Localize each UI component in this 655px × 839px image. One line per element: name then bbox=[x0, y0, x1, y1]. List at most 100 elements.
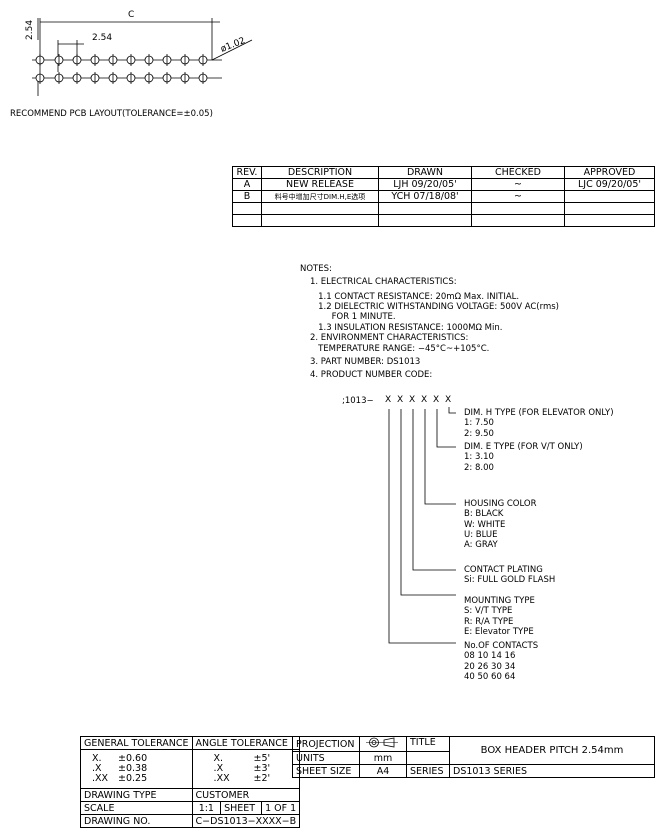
units-value: mm bbox=[359, 751, 407, 765]
drawing-no-row: DRAWING NO. C−DS1013−XXXX−B bbox=[80, 814, 301, 828]
code-prefix: ;1013− bbox=[342, 396, 374, 406]
sheet-size-value: A4 bbox=[359, 764, 407, 778]
units-label: UNITS bbox=[292, 751, 360, 765]
rev-header: REV. bbox=[232, 166, 262, 179]
tol-precision: .XX bbox=[213, 772, 230, 784]
description-header: DESCRIPTION bbox=[261, 166, 379, 179]
revision-header-row: REV. DESCRIPTION DRAWN CHECKED APPROVED bbox=[232, 166, 655, 179]
drawing-type-label: DRAWING TYPE bbox=[80, 788, 193, 802]
description-cell bbox=[261, 202, 379, 215]
option-mounting-type: MOUNTING TYPE S: V/T TYPE R: R/A TYPE E:… bbox=[464, 596, 535, 637]
rev-cell bbox=[232, 214, 262, 227]
code-leader-lines bbox=[388, 407, 456, 644]
approved-cell bbox=[564, 190, 655, 203]
revision-table: REV. DESCRIPTION DRAWN CHECKED APPROVED … bbox=[232, 166, 655, 227]
rev-cell bbox=[232, 202, 262, 215]
note-line: TEMPERATURE RANGE: −45°C~+105°C. bbox=[310, 343, 490, 354]
dim-vertical: 2.54 bbox=[25, 20, 35, 40]
option-item: B: BLACK bbox=[464, 509, 504, 520]
approved-cell bbox=[564, 202, 655, 215]
code-letter: X bbox=[433, 395, 440, 405]
option-title: CONTACT PLATING bbox=[464, 565, 543, 575]
checked-cell bbox=[471, 214, 565, 227]
tol-value: ±5' bbox=[253, 753, 271, 765]
option-item: 2: 8.00 bbox=[464, 462, 494, 473]
option-title: MOUNTING TYPE bbox=[464, 596, 535, 606]
approved-cell bbox=[564, 214, 655, 227]
rev-cell: A bbox=[232, 178, 262, 191]
code-letter: X bbox=[397, 395, 404, 405]
layout-caption: RECOMMEND PCB LAYOUT(TOLERANCE=±0.05) bbox=[10, 109, 213, 119]
pcb-layout-drawing: C 2.54 2.54 ø1.02 bbox=[25, 10, 253, 96]
tol-value: ±0.60 bbox=[118, 753, 148, 765]
option-item: U: BLUE bbox=[464, 530, 498, 541]
title-table: PROJECTION TITLE BOX HEADER PITCH 2.54mm… bbox=[292, 736, 655, 778]
description-cell: 料号中增加尺寸DIM.H,E选项 bbox=[261, 190, 379, 203]
series-label: SERIES bbox=[406, 764, 450, 778]
tol-precision: .XX bbox=[92, 772, 109, 784]
drawn-cell: LJH 09/20/05' bbox=[378, 178, 472, 191]
tol-precision: .X bbox=[92, 763, 102, 775]
sheet-size-row: SHEET SIZE A4 SERIES DS1013 SERIES bbox=[292, 764, 655, 778]
option-dim-h: DIM. H TYPE (FOR ELEVATOR ONLY) 1: 7.50 … bbox=[464, 408, 614, 439]
dim-c: C bbox=[128, 10, 134, 20]
checked-cell: ~ bbox=[471, 178, 565, 191]
drawing-no-value: C−DS1013−XXXX−B bbox=[191, 814, 301, 828]
note-line: FOR 1 MINUTE. bbox=[310, 312, 396, 323]
option-title: HOUSING COLOR bbox=[464, 499, 537, 509]
scale-value: 1:1 bbox=[191, 801, 222, 815]
sheet-size-label: SHEET SIZE bbox=[292, 764, 360, 778]
drawn-cell bbox=[378, 214, 472, 227]
revision-row bbox=[232, 214, 655, 227]
series-value: DS1013 SERIES bbox=[449, 764, 655, 778]
notes-section: NOTES: 1. ELECTRICAL CHARACTERISTICS: 1.… bbox=[300, 264, 559, 381]
sheet-label: SHEET bbox=[220, 801, 263, 815]
drawing-title: BOX HEADER PITCH 2.54mm bbox=[449, 736, 655, 765]
option-contact-plating: CONTACT PLATING Si: FULL GOLD FLASH bbox=[464, 565, 555, 586]
option-item: S: V/T TYPE bbox=[464, 606, 513, 617]
general-tolerance-label: GENERAL TOLERANCE bbox=[80, 736, 193, 750]
tol-precision: .X bbox=[213, 763, 224, 775]
code-letter: X bbox=[445, 395, 452, 405]
tol-precision: X. bbox=[92, 753, 102, 765]
general-tolerance-values: X.±0.60 .X±0.38 .XX±0.25 bbox=[80, 749, 193, 789]
approved-header: APPROVED bbox=[564, 166, 655, 179]
option-item: 1: 3.10 bbox=[464, 452, 494, 463]
drawn-cell bbox=[378, 202, 472, 215]
dim-pitch: 2.54 bbox=[92, 33, 112, 43]
angle-tolerance-label: ANGLE TOLERANCE bbox=[191, 736, 301, 750]
tolerance-table: GENERAL TOLERANCE ANGLE TOLERANCE X. ±0.6… bbox=[80, 736, 301, 828]
option-item: 20 26 30 34 bbox=[464, 661, 516, 672]
revision-row: B 料号中增加尺寸DIM.H,E选项 YCH 07/18/08' ~ bbox=[232, 190, 655, 203]
checked-cell bbox=[471, 202, 565, 215]
description-cell bbox=[261, 214, 379, 227]
option-item: E: Elevator TYPE bbox=[464, 627, 534, 638]
angle-tolerance-values: X.±5' .X±3' .XX±2' bbox=[191, 749, 301, 789]
option-item: A: GRAY bbox=[464, 540, 498, 551]
tolerance-values-row: X.±0.60 .X±0.38 .XX±0.25 X.±5' .X±3' .XX… bbox=[80, 749, 301, 789]
drawing-type-row: DRAWING TYPE CUSTOMER bbox=[80, 788, 301, 802]
code-letter: X bbox=[409, 395, 416, 405]
description-cell: NEW RELEASE bbox=[261, 178, 379, 191]
option-dim-e: DIM. E TYPE (FOR V/T ONLY) 1: 3.10 2: 8.… bbox=[464, 442, 583, 473]
option-item: 40 50 60 64 bbox=[464, 672, 516, 683]
note-line: 1.2 DIELECTRIC WITHSTANDING VOLTAGE: 500… bbox=[310, 302, 559, 313]
note-line: 1.3 INSULATION RESISTANCE: 1000MΩ Min. bbox=[310, 322, 503, 333]
drawn-cell: YCH 07/18/08' bbox=[378, 190, 472, 203]
drawing-no-label: DRAWING NO. bbox=[80, 814, 193, 828]
projection-symbol bbox=[359, 736, 407, 752]
title-label: TITLE bbox=[406, 736, 450, 752]
option-item: 08 10 14 16 bbox=[464, 651, 516, 662]
option-item: R: R/A TYPE bbox=[464, 616, 514, 627]
option-housing-color: HOUSING COLOR B: BLACK W: WHITE U: BLUE … bbox=[464, 499, 537, 551]
option-item: Si: FULL GOLD FLASH bbox=[464, 575, 556, 586]
revision-row bbox=[232, 202, 655, 215]
option-item: W: WHITE bbox=[464, 519, 506, 530]
note-line: 1.1 CONTACT RESISTANCE: 20mΩ Max. INITIA… bbox=[310, 291, 520, 302]
rev-cell: B bbox=[232, 190, 262, 203]
code-letter: X bbox=[421, 395, 428, 405]
tol-value: ±0.38 bbox=[118, 763, 148, 775]
revision-row: A NEW RELEASE LJH 09/20/05' ~ LJC 09/20/… bbox=[232, 178, 655, 191]
option-title: No.OF CONTACTS bbox=[464, 641, 539, 651]
sheet-value: 1 OF 1 bbox=[261, 801, 301, 815]
